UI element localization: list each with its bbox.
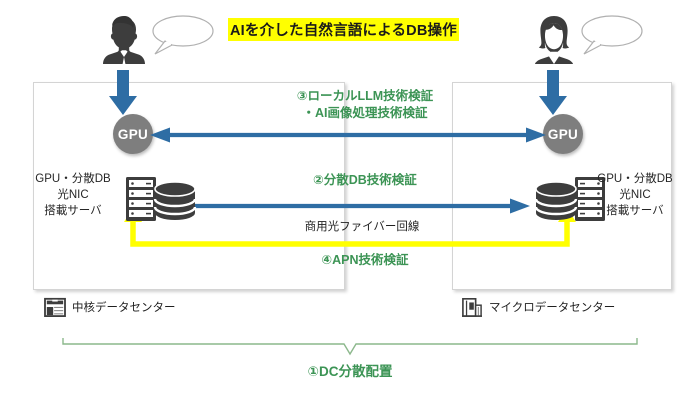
server-label-line: 光NIC xyxy=(619,189,651,201)
server-label-line: 搭載サーバ xyxy=(606,205,664,217)
businessman-icon xyxy=(93,10,155,72)
server-label-line: GPU・分散DB xyxy=(597,173,673,185)
server-rack-icon xyxy=(575,177,605,221)
building-small-icon xyxy=(461,297,483,317)
core-datacenter-caption: 中核データセンター xyxy=(44,297,176,317)
database-cylinder-icon xyxy=(534,181,578,220)
micro-datacenter-caption-label: マイクロデータセンター xyxy=(489,302,616,314)
micro-datacenter-caption: マイクロデータセンター xyxy=(461,297,615,317)
annotation-item1: ①DC分散配置 xyxy=(307,364,393,379)
building-large-icon xyxy=(44,297,66,317)
right-input-arrow-icon xyxy=(538,70,568,116)
gpu-node-right: GPU xyxy=(543,114,583,154)
server-db-group-left xyxy=(125,175,203,223)
core-datacenter-caption-label: 中核データセンター xyxy=(72,302,176,314)
server-label-right: GPU・分散DB 光NIC 搭載サーバ xyxy=(580,171,690,219)
annotation-item3-line2: ・AI画像処理技術検証 xyxy=(302,106,428,120)
dc-distribution-brace xyxy=(62,336,638,358)
server-rack-icon xyxy=(126,177,156,221)
server-label-line: GPU・分散DB xyxy=(35,173,111,185)
database-cylinder-icon xyxy=(153,181,197,220)
gpu-link-arrow xyxy=(150,126,546,144)
annotation-item3-line1: ③ローカルLLM技術検証 xyxy=(296,89,434,103)
businesswoman-icon xyxy=(523,10,585,72)
annotation-item3: ③ローカルLLM技術検証 ・AI画像処理技術検証 xyxy=(255,88,475,122)
speech-bubble-icon xyxy=(146,12,216,58)
gpu-node-left: GPU xyxy=(113,114,153,154)
server-db-group-right xyxy=(528,175,606,223)
gpu-label: GPU xyxy=(117,126,149,142)
server-label-line: 光NIC xyxy=(57,189,89,201)
server-label-line: 搭載サーバ xyxy=(44,205,102,217)
gpu-label: GPU xyxy=(547,126,579,142)
page-title: AIを介した自然言語によるDB操作 xyxy=(228,18,459,41)
annotation-item2: ②分散DB技術検証 xyxy=(313,173,417,187)
server-label-left: GPU・分散DB 光NIC 搭載サーバ xyxy=(18,171,128,219)
left-input-arrow-icon xyxy=(108,70,138,116)
annotation-item4: ④APN技術検証 xyxy=(321,253,409,267)
speech-bubble-icon xyxy=(575,12,645,58)
fiber-line-label: 商用光ファイバー回線 xyxy=(304,221,420,233)
